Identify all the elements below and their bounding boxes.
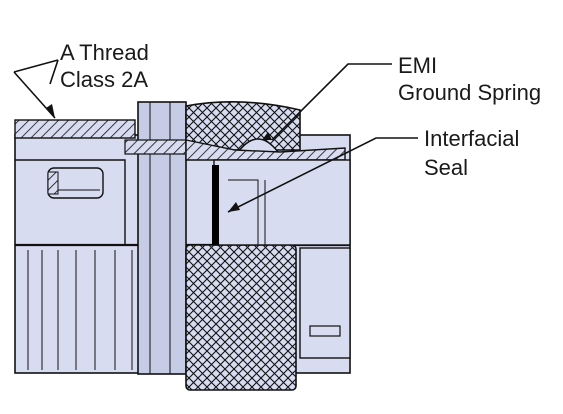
seal-label-line1: Interfacial (424, 126, 519, 151)
leader-lines (13, 59, 418, 213)
emi-label-line1: EMI (398, 53, 437, 78)
a-thread-section (14, 119, 136, 139)
coupling-nut-upper (185, 101, 301, 151)
emi-label-line2: Ground Spring (398, 80, 541, 105)
a-thread-label-line2: Class 2A (60, 67, 148, 92)
connector-body (14, 101, 351, 391)
interfacial-seal (212, 165, 219, 245)
grooved-grip (27, 250, 133, 370)
coupling-nut-lower (185, 244, 297, 391)
a-thread-label-line1: A Thread (60, 40, 149, 65)
seal-label-line2: Seal (424, 155, 468, 180)
